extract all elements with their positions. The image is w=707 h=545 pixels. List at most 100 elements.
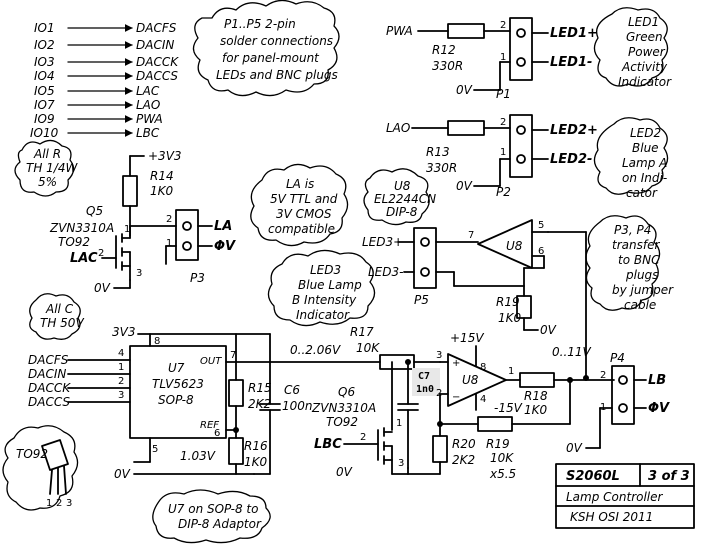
note-line: Indicator xyxy=(296,308,350,322)
note-led2: LED2 Blue Lamp A on Indi- cator xyxy=(593,117,669,200)
r18-value: 1K0 xyxy=(524,403,548,417)
note-line: All C xyxy=(45,302,74,316)
signal-from: IO3 xyxy=(34,55,55,69)
pin-number: 3 xyxy=(436,350,442,361)
note-line: solder connections xyxy=(220,34,333,48)
pin-number: 2 xyxy=(118,376,124,387)
pin-number: 2 xyxy=(360,432,366,443)
r19-label: R19 xyxy=(496,295,520,309)
pin-number: 3 xyxy=(66,498,72,509)
ground-label: 0V xyxy=(456,83,473,97)
resistor-r15 xyxy=(228,379,244,407)
led1-plus-label: LED1+ xyxy=(550,26,598,41)
note-line: TH 50V xyxy=(40,316,84,330)
resistor-r19-feedback xyxy=(477,416,513,432)
r18-label: R18 xyxy=(524,389,548,403)
connector-p4 xyxy=(611,365,635,425)
la-output-label: LA xyxy=(214,219,232,234)
pin-number: 3 xyxy=(398,458,404,469)
pin-number: 2 xyxy=(600,370,606,381)
note-line: TH 1/4W xyxy=(26,161,78,175)
note-line: Green xyxy=(626,30,663,44)
note-line: LEDs and BNC plugs xyxy=(216,68,338,82)
q6-package: TO92 xyxy=(326,415,358,429)
net-label-lbc: LBC xyxy=(314,437,342,452)
signal-to: LBC xyxy=(136,126,160,140)
led2-circuit: LAO R13 330R 2 1 P2 0V LED2+ LED2- xyxy=(386,114,598,199)
r20-label: R20 xyxy=(452,437,476,451)
pin-number: 1 xyxy=(124,224,130,235)
opamp-plus-sign: + xyxy=(452,358,460,369)
ground-label: 0V xyxy=(336,465,353,479)
net-label-lac: LAC xyxy=(70,251,98,266)
pin-number: 7 xyxy=(230,350,236,361)
p3-label: P3 xyxy=(190,271,205,285)
sheet-number: 3 of 3 xyxy=(648,469,690,484)
r14-label: R14 xyxy=(150,169,174,183)
opamp-u8a xyxy=(477,219,533,269)
u7-ref-pin-label: REF xyxy=(200,420,219,431)
pin-number: 1 xyxy=(508,366,514,377)
cloud-outline xyxy=(152,489,271,544)
led1-minus-label: LED1- xyxy=(550,55,592,70)
pin-number: 5 xyxy=(152,444,158,455)
pin-number: 2 xyxy=(500,117,506,128)
connector-pin xyxy=(182,241,192,251)
pin-number: 5 xyxy=(538,220,544,231)
mosfet-q6 xyxy=(377,427,393,475)
c6-value: 100n xyxy=(282,399,313,413)
to92-body xyxy=(41,439,69,471)
r16-label: R16 xyxy=(244,439,268,453)
note-line: on Indi- xyxy=(622,171,667,185)
signal-to: LAO xyxy=(136,98,160,112)
signal-map-row: IO7 LAO xyxy=(34,98,160,112)
to92-label: TO92 xyxy=(16,447,48,461)
p4-label: P4 xyxy=(610,351,625,365)
lb-driver-circuit: R17 10K C7 1n0 Q6 ZVN3310A TO92 1 2 3 xyxy=(311,325,670,481)
cloud-outline xyxy=(2,425,79,511)
signal-from: IO9 xyxy=(34,112,55,126)
note-line: compatible xyxy=(268,222,335,236)
signal-from: IO5 xyxy=(34,84,55,98)
note-line: to BNC xyxy=(618,253,660,267)
pin-number: 1 xyxy=(500,52,506,63)
u8a-label: U8 xyxy=(506,239,523,253)
signal-map-row: IO3 DACCK xyxy=(34,55,179,69)
note-line: plugs xyxy=(625,268,658,282)
connector-p2 xyxy=(509,114,533,178)
note-u7-adaptor: U7 on SOP-8 to DIP-8 Adaptor xyxy=(152,489,271,544)
drawing-title: Lamp Controller xyxy=(566,490,664,504)
net-label-lao: LAO xyxy=(386,121,410,135)
net-label-dacfs: DACFS xyxy=(28,353,69,367)
note-line: cable xyxy=(624,298,656,312)
connector-pin xyxy=(618,403,628,413)
pin-number: 1 xyxy=(46,498,52,509)
note-line: transfer xyxy=(612,238,660,252)
supply-3v3-label: 3V3 xyxy=(112,325,135,339)
u8b-label: U8 xyxy=(462,373,479,387)
connector-p3 xyxy=(175,209,199,261)
note-u8: U8 EL2244CN DIP-8 xyxy=(363,168,436,226)
net-label-dacin: DACIN xyxy=(28,367,66,381)
r12-label: R12 xyxy=(432,43,456,57)
note-line: 5V TTL and xyxy=(270,192,338,206)
u7-package: SOP-8 xyxy=(158,393,194,407)
ref-voltage-label: 1.03V xyxy=(180,449,216,463)
note-line: cator xyxy=(626,186,658,200)
pin-number: 6 xyxy=(538,246,544,257)
r14-value: 1K0 xyxy=(150,184,174,198)
led1-circuit: PWA R12 330R 2 1 P1 0V LED1+ LED1- xyxy=(386,17,598,101)
note-led3: LED3 Blue Lamp B Intensity Indicator xyxy=(267,249,376,327)
pin-number: 3 xyxy=(118,390,124,401)
r17-value: 10K xyxy=(356,341,380,355)
c7-value: 1n0 xyxy=(416,384,434,395)
u7-out-pin-label: OUT xyxy=(200,356,222,367)
signal-map-row: IO10 LBC xyxy=(30,126,160,140)
q6-label: Q6 xyxy=(338,385,355,399)
ground-label: 0V xyxy=(566,441,583,455)
ground-label: 0V xyxy=(114,467,131,481)
title-block: S2060L 3 of 3 Lamp Controller KSH OSI 20… xyxy=(555,463,695,529)
la-driver-circuit: +3V3 R14 1K0 Q5 ZVN3310A TO92 1 2 3 LAC xyxy=(49,149,236,295)
